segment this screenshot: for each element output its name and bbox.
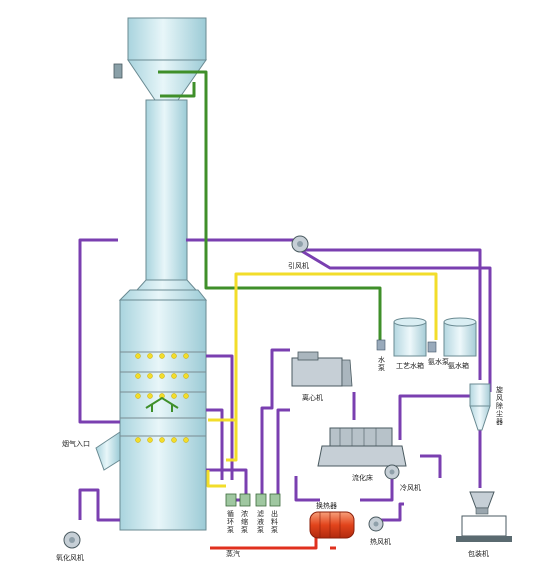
svg-text:浓: 浓 [241,509,248,518]
svg-text:泵: 泵 [257,526,264,534]
svg-text:器: 器 [496,418,503,426]
green-pipes [158,70,382,342]
tower-body [119,299,207,531]
tower-stack [145,99,188,281]
pipe-induced-fan [299,248,492,392]
pipe-left-return [78,238,120,424]
spray-nozzles [135,353,189,443]
svg-text:水: 水 [378,355,385,364]
pipe-process-water [158,70,382,342]
discharge-pump-symbol [269,493,281,507]
tower-body-top [118,289,208,301]
pipe-ammonia [226,272,438,462]
pipe-dryer-right [420,454,442,478]
label-ammonia-tank: 氨水箱 [448,361,469,370]
induced-fan [291,235,309,253]
svg-text:环: 环 [227,518,234,526]
pipe-dryer-bottom [294,476,320,502]
label-heat-exchanger: 换热器 [316,501,337,510]
tower-top-cylinder [127,17,207,61]
label-ammonia-pump: 氨水泵 [428,357,449,366]
tower-top-side-box [113,63,123,79]
vertical-label-slurry-pump: 浓 缩 泵 [241,509,248,534]
fluid-bed-dryer [317,427,407,467]
ammonia-pump-symbol [427,341,437,353]
absorption-tower [95,17,208,531]
recycle-pump-symbol [225,493,237,507]
svg-text:泵: 泵 [241,526,248,534]
bottom-pumps [225,493,281,507]
svg-text:风: 风 [496,394,503,402]
vertical-label-cyclone: 旋 风 除 尘 器 [496,385,503,426]
label-flue-gas-inlet: 烟气入口 [62,439,90,448]
label-oxidation-fan: 氧化风机 [56,553,84,562]
svg-text:除: 除 [496,401,503,410]
pipe-slurry-up [260,348,290,500]
label-induced-fan: 引风机 [288,261,309,270]
label-packing-machine: 包装机 [468,549,489,558]
tower-demister [145,396,179,412]
label-process-water-tank: 工艺水箱 [396,361,424,370]
hot-fan [368,516,384,532]
cyclone-separator [469,383,491,431]
label-steam: 蒸汽 [226,549,240,558]
svg-text:循: 循 [227,509,234,518]
svg-text:缩: 缩 [241,517,248,526]
packing-machine [456,491,512,542]
vertical-label-filtrate-pump: 滤 液 泵 [257,509,264,534]
pipe-oxidation-fan [78,488,120,522]
water-pump-symbol [376,339,386,351]
pipe-cold-fan [360,478,394,502]
svg-text:料: 料 [271,517,278,526]
pipe-recycle-3 [206,468,248,502]
yellow-pipes [206,272,438,488]
label-hot-fan: 热风机 [370,537,391,546]
label-centrifuge: 离心机 [302,393,323,402]
pipe-recycle-2 [206,408,224,480]
pipe-recycle-1 [206,354,234,480]
pipe-ammonia-3 [206,470,226,488]
svg-text:泵: 泵 [227,526,234,534]
svg-text:泵: 泵 [271,526,278,534]
svg-text:旋: 旋 [496,385,503,394]
vertical-label-discharge-pump: 出 料 泵 [271,509,278,534]
process-water-tank [393,317,427,357]
svg-text:泵: 泵 [378,364,385,372]
pipe-dryer-to-cyclone [398,394,472,440]
centrifuge [291,351,353,387]
oxidation-fan [63,531,81,549]
heat-exchanger [309,511,355,539]
vertical-label-recycle-pump: 循 环 泵 [227,509,234,534]
vertical-label-water-pump: 水 泵 [378,355,385,372]
flue-gas-inlet-duct [95,431,121,471]
label-cold-fan: 冷风机 [400,483,421,492]
svg-text:尘: 尘 [496,409,503,418]
label-dryer: 流化床 [352,473,373,482]
svg-text:液: 液 [257,517,264,526]
slurry-pump-symbol [239,493,251,507]
pipe-hot-fan [380,502,404,522]
purple-pipes [78,238,492,522]
pipe-process-water-2 [160,82,196,98]
ammonia-tank [443,317,477,357]
pipe-filtrate [276,408,290,500]
filtrate-pump-symbol [255,493,267,507]
svg-text:出: 出 [271,509,278,518]
svg-text:滤: 滤 [257,509,264,518]
cold-fan [384,464,400,480]
